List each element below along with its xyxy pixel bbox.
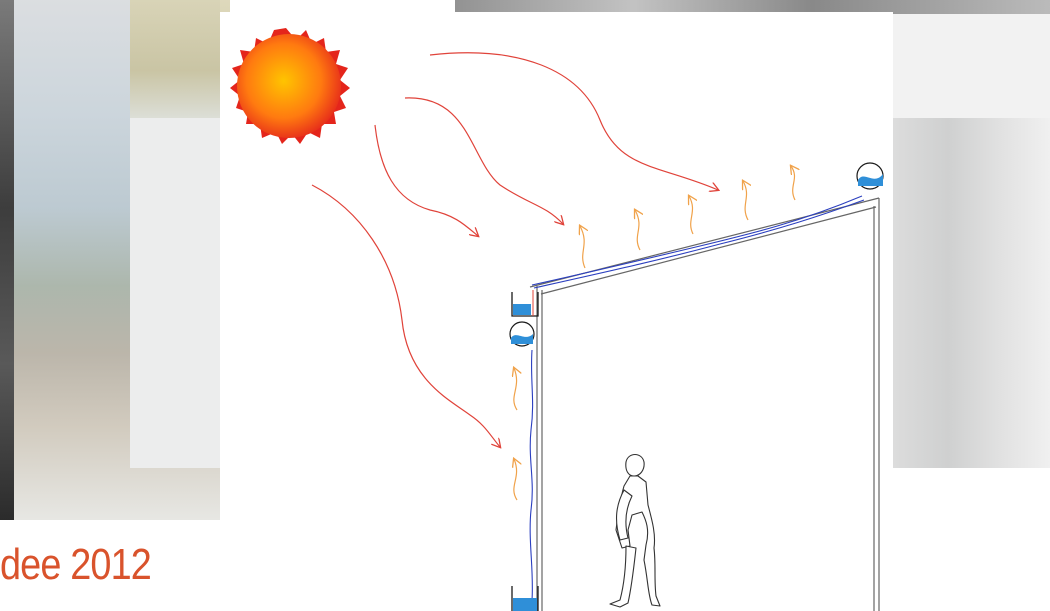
evaporation-arrow	[580, 226, 585, 268]
spray-nozzle-icon	[510, 322, 534, 346]
radiation-arrow	[312, 185, 500, 447]
evaporation-arrow	[514, 368, 517, 410]
person-icon	[610, 455, 660, 608]
water-film	[530, 196, 864, 600]
radiation-arrow	[405, 98, 563, 224]
evaporation-arrow	[635, 210, 640, 250]
spray-nozzle-icon	[857, 163, 883, 189]
evaporation-arrow	[689, 196, 693, 234]
evaporation-arrow	[514, 459, 517, 500]
caption-text: dee 2012	[0, 540, 151, 590]
solar-radiation-arrows	[312, 53, 718, 447]
evaporation-arrows	[514, 166, 795, 500]
water-gutter-icon	[512, 290, 538, 316]
evaporation-arrow	[743, 181, 748, 220]
water-gutter-icon	[512, 586, 538, 611]
radiation-arrow	[430, 53, 718, 190]
radiation-arrow	[375, 125, 478, 236]
sun-icon	[230, 28, 350, 144]
evaporation-arrow	[791, 166, 795, 200]
building-section	[530, 198, 879, 611]
